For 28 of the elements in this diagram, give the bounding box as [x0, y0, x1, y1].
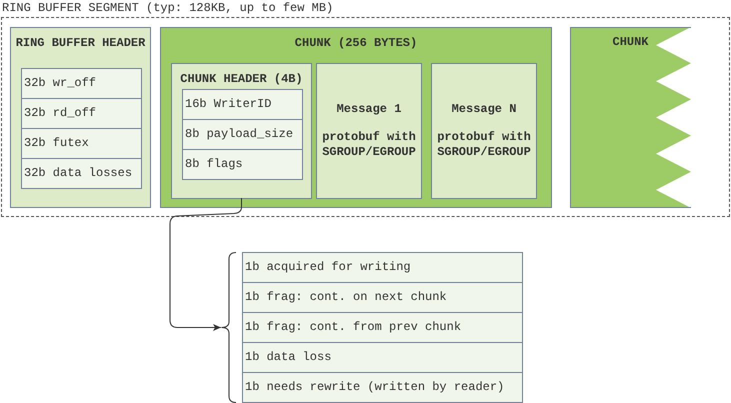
panel-heading: RING BUFFER HEADER — [16, 35, 146, 51]
field-row: 32b futex — [21, 128, 142, 159]
field-row: 1b acquired for writing — [242, 252, 523, 283]
message-panel — [316, 63, 422, 199]
segment-title: RING BUFFER SEGMENT (typ: 128KB, up to few MB) — [2, 1, 334, 15]
field-row: 1b needs rewrite (written by reader) — [242, 372, 523, 403]
field-row: 8b payload_size — [182, 119, 303, 150]
field-row: 32b rd_off — [21, 98, 142, 129]
message-description: protobuf with SGROUP/EGROUP — [321, 130, 417, 160]
field-row: 32b data losses — [21, 158, 142, 189]
message-title: Message 1 — [336, 102, 402, 117]
chunk-panel — [160, 27, 552, 208]
arrow — [170, 198, 242, 331]
field-row: 1b frag: cont. from prev chunk — [242, 312, 523, 343]
chunk-header-panel — [171, 63, 312, 199]
field-row: 8b flags — [182, 149, 303, 180]
message-title: Message N — [452, 102, 516, 117]
field-row: 1b frag: cont. on next chunk — [242, 282, 523, 313]
curly-brace — [221, 252, 237, 403]
field-row: 16b WriterID — [182, 89, 303, 120]
block-label: CHUNK — [612, 34, 648, 50]
field-row: 32b wr_off — [21, 68, 142, 99]
message-panel — [431, 63, 537, 199]
message-description: protobuf with SGROUP/EGROUP — [436, 130, 532, 160]
panel-heading: CHUNK (256 BYTES) — [294, 35, 418, 51]
field-row: 1b data loss — [242, 342, 523, 373]
panel-heading: CHUNK HEADER (4B) — [180, 71, 303, 87]
header-panel — [10, 27, 151, 208]
